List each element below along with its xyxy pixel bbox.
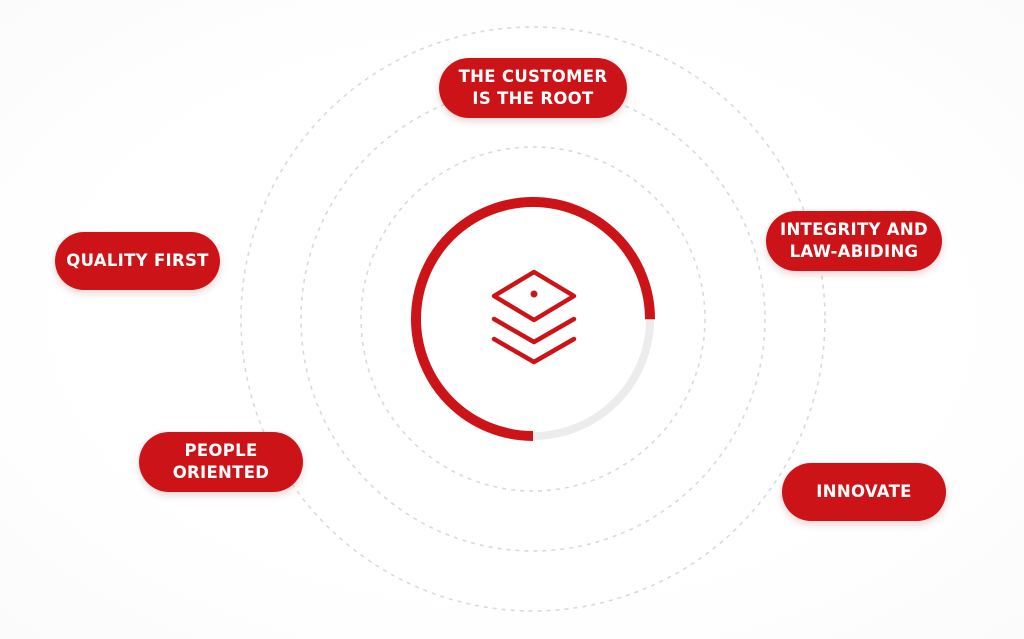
value-pill-people-line-2: ORIENTED xyxy=(172,463,270,482)
value-pill-customer: THE CUSTOMER IS THE ROOT xyxy=(439,58,627,118)
value-pill-innovate-line-1: INNOVATE xyxy=(816,482,912,501)
progress-ring-arc xyxy=(411,197,655,441)
value-pill-customer-line-1: THE CUSTOMER xyxy=(458,67,608,86)
value-pill-people-line-1: PEOPLE xyxy=(184,441,258,460)
layers-icon xyxy=(491,269,577,365)
outer-dashed-ring xyxy=(240,26,826,612)
value-pill-integrity-line-2: LAW-ABIDING xyxy=(789,242,919,261)
value-pill-integrity-line-1: INTEGRITY AND xyxy=(780,220,928,239)
value-pill-innovate: INNOVATE xyxy=(782,463,946,521)
inner-dashed-ring xyxy=(360,146,706,492)
value-pill-quality: QUALITY FIRST xyxy=(55,232,220,290)
value-pill-integrity: INTEGRITY AND LAW-ABIDING xyxy=(766,211,942,271)
value-pill-quality-line-1: QUALITY FIRST xyxy=(66,251,209,270)
value-pill-customer-line-2: IS THE ROOT xyxy=(472,89,594,108)
value-pill-people: PEOPLE ORIENTED xyxy=(139,432,303,492)
